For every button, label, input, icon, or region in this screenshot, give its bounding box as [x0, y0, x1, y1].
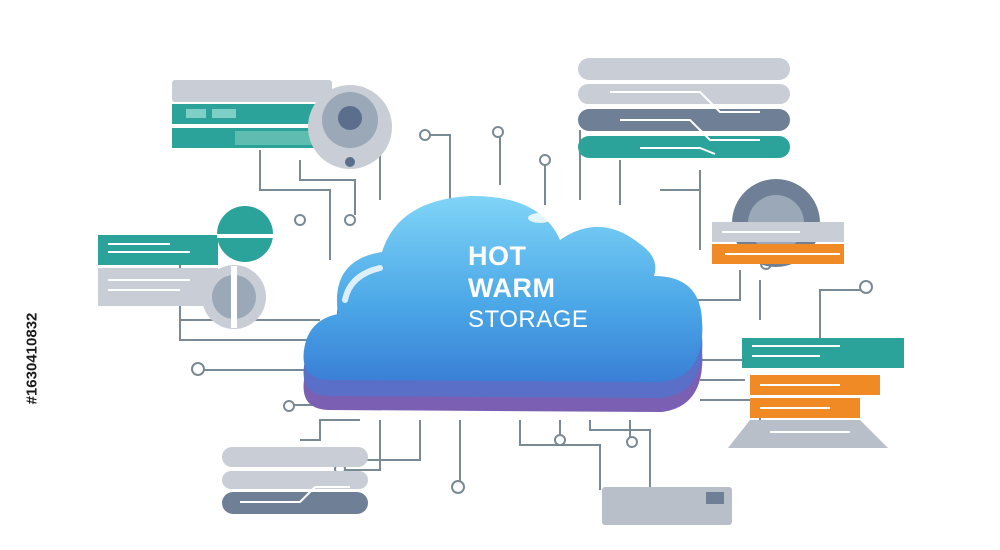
- cloud-label-warm: WARM: [468, 273, 556, 303]
- disk-drive-icon: [712, 179, 844, 267]
- cloud-label-hot: HOT: [468, 241, 527, 271]
- laptop-icon: [728, 338, 904, 448]
- hard-drive-icon: [602, 487, 732, 525]
- cloud-icon: [303, 195, 703, 412]
- disk-icon: [98, 206, 273, 329]
- hard-drive-stack-icon: [578, 58, 790, 158]
- server-rack-icon: [172, 80, 392, 169]
- cloud-label-storage: STORAGE: [468, 306, 589, 333]
- drive-stack-icon: [222, 447, 368, 514]
- stock-id-label: #1630410832: [22, 300, 42, 420]
- stock-id-text: #1630410832: [23, 312, 41, 405]
